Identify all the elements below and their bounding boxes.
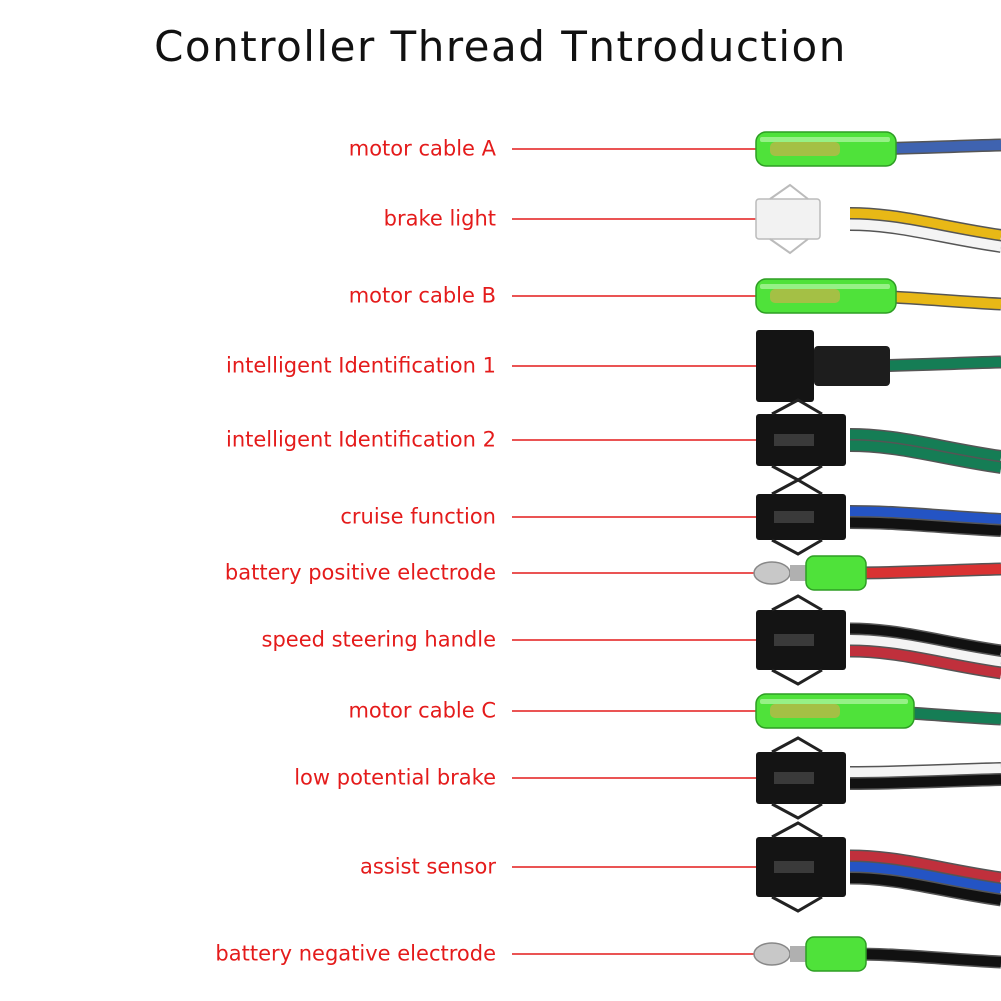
connector-black-plug-small: [756, 478, 846, 556]
connector-black-plug-3: [756, 821, 846, 913]
plug-slot: [774, 434, 814, 446]
wire: [849, 851, 1001, 883]
wire: [849, 208, 1001, 241]
connector-green-sleeve: [755, 278, 897, 314]
label-intelligent-identification-1: intelligent Identification 1: [226, 353, 496, 378]
black-housing-body: [756, 330, 814, 402]
wire: [849, 506, 1001, 525]
wire: [849, 873, 1001, 905]
brass-terminal: [770, 704, 840, 718]
white-plug-body: [755, 198, 821, 240]
wire: [849, 635, 1001, 667]
wire: [849, 517, 1001, 536]
plug-latch: [771, 895, 823, 913]
wire: [849, 624, 1001, 656]
wire: [849, 774, 1001, 789]
label-assist-sensor: assist sensor: [359, 854, 496, 879]
wire: [849, 429, 1001, 462]
label-brake-light: brake light: [383, 206, 496, 231]
connector-group: [753, 131, 915, 972]
plug-latch: [769, 183, 809, 200]
plug-slot: [774, 511, 814, 523]
wire: [849, 646, 1001, 678]
wire: [849, 219, 1001, 252]
metal-bullet: [753, 942, 791, 966]
bullet-collar: [790, 565, 810, 581]
label-motor-cable-c: motor cable C: [348, 698, 496, 723]
connector-black-plug: [756, 398, 846, 482]
connector-black-plug-3: [756, 594, 846, 686]
label-speed-steering-handle: speed steering handle: [261, 627, 497, 652]
sleeve-highlight: [760, 137, 890, 142]
plug-latch: [771, 538, 823, 556]
bullet-collar: [790, 946, 810, 962]
plug-latch: [771, 668, 823, 686]
label-motor-cable-b: motor cable B: [348, 283, 496, 308]
plug-latch: [771, 821, 823, 839]
plug-latch: [771, 736, 823, 754]
connector-white-plug: [755, 183, 821, 255]
connector-green-sleeve-long: [755, 693, 915, 729]
label-motor-cable-a: motor cable A: [348, 136, 496, 161]
connector-black-housing: [756, 330, 890, 402]
connector-bullet-green: [753, 936, 867, 972]
label-cruise-function: cruise function: [340, 504, 496, 529]
plug-latch: [771, 594, 823, 612]
metal-bullet: [753, 561, 791, 585]
plug-latch: [771, 464, 823, 482]
leader-lines: [512, 148, 770, 955]
wire: [849, 440, 1001, 473]
plug-latch: [771, 802, 823, 820]
sleeve-highlight: [760, 284, 890, 289]
brass-terminal: [770, 142, 840, 156]
label-battery-positive-electrode: battery positive electrode: [224, 560, 496, 585]
plug-latch: [771, 478, 823, 496]
connector-black-plug: [756, 736, 846, 820]
wire-bundle: [849, 138, 1001, 969]
green-sleeve: [805, 555, 867, 591]
wire: [849, 564, 1001, 578]
plug-slot: [774, 634, 814, 646]
plug-slot: [774, 861, 814, 873]
connector-green-sleeve: [755, 131, 897, 167]
sleeve-highlight: [760, 699, 908, 704]
plug-slot: [774, 772, 814, 784]
plug-latch: [769, 238, 809, 255]
label-intelligent-identification-2: intelligent Identification 2: [226, 427, 496, 452]
connector-bullet-green: [753, 555, 867, 591]
label-low-potential-brake: low potential brake: [294, 765, 496, 790]
black-housing-neck: [814, 346, 890, 386]
green-sleeve: [805, 936, 867, 972]
wire: [849, 763, 1001, 778]
page-title: Controller Thread Tntroduction: [154, 22, 847, 71]
label-battery-negative-electrode: battery negative electrode: [215, 941, 496, 966]
wire: [849, 949, 1001, 967]
plug-latch: [771, 398, 823, 416]
wire: [849, 862, 1001, 894]
brass-terminal: [770, 289, 840, 303]
